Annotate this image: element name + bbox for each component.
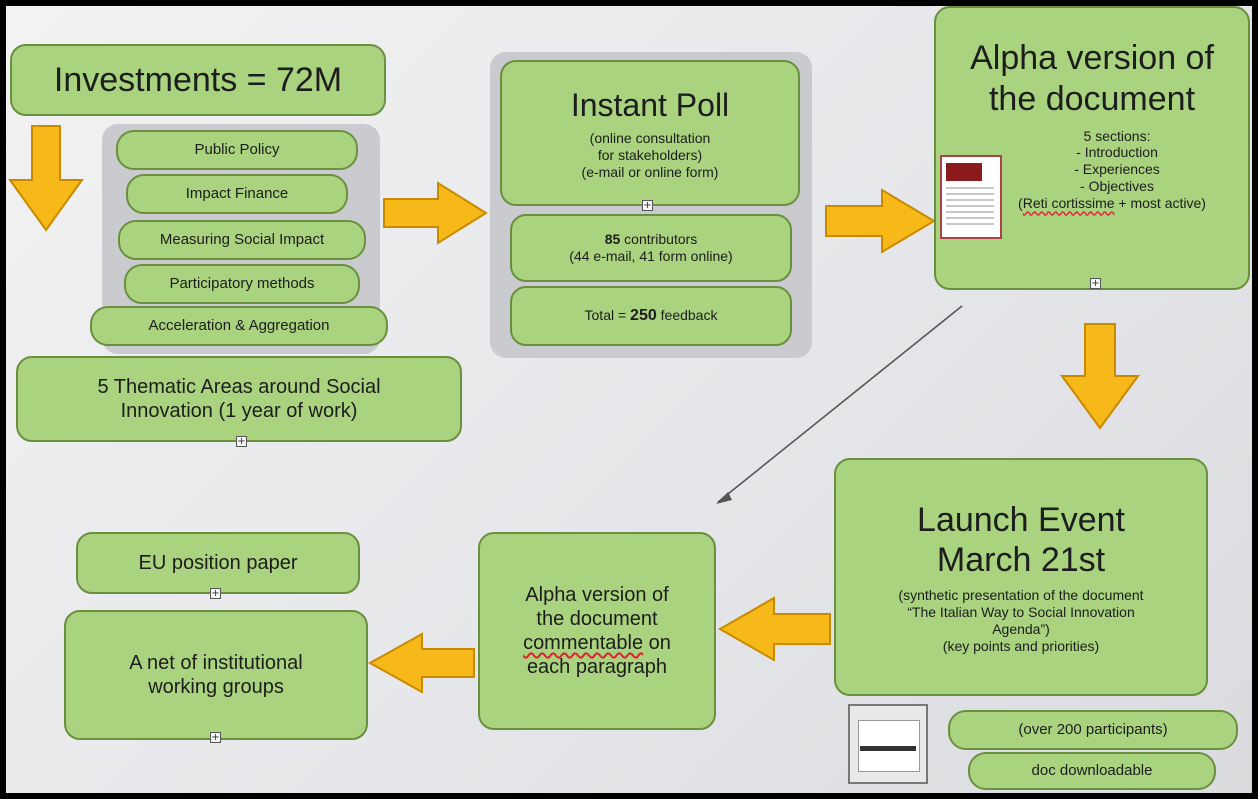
thematic-item-public-policy: Public Policy — [116, 130, 358, 170]
launch-event-box: Launch Event March 21st (synthetic prese… — [834, 458, 1208, 696]
doc-downloadable-pill: doc downloadable — [968, 752, 1216, 790]
slide: Investments = 72M Public Policy Impact F… — [6, 6, 1252, 793]
alpha-title-line2: the document — [988, 79, 1196, 118]
instant-poll-title: Instant Poll — [570, 86, 730, 123]
investments-title: Investments = 72M — [53, 60, 343, 99]
thematic-item-impact-finance: Impact Finance — [126, 174, 348, 214]
institutional-groups-box: A net of institutional working groups — [64, 610, 368, 740]
participants-pill: (over 200 participants) — [948, 710, 1238, 750]
contributors-box: 85 contributors (44 e-mail, 41 form onli… — [510, 214, 792, 282]
launch-title-line1: Launch Event — [917, 500, 1125, 539]
instant-poll-box: Instant Poll (online consultation for st… — [500, 60, 800, 206]
alpha-commentable-box: Alpha version of the document commentabl… — [478, 532, 716, 730]
left-arrow-2 — [367, 632, 475, 694]
thematic-item-measuring-social-impact: Measuring Social Impact — [118, 220, 366, 260]
alpha-title-line1: Alpha version of — [970, 39, 1214, 77]
launch-title-line2: March 21st — [936, 541, 1106, 580]
right-arrow-1 — [383, 181, 488, 245]
presentation-thumbnail-icon — [848, 704, 928, 784]
eu-position-paper-box: EU position paper — [76, 532, 360, 594]
thematic-item-acceleration-aggregation: Acceleration & Aggregation — [90, 306, 388, 346]
diagonal-connector-arrow — [716, 305, 963, 504]
expand-icon[interactable]: + — [642, 200, 653, 211]
right-arrow-2 — [825, 188, 936, 254]
document-thumbnail-icon — [940, 155, 1002, 239]
down-arrow-right — [1060, 323, 1140, 430]
left-arrow-1 — [717, 596, 831, 662]
thematic-item-participatory-methods: Participatory methods — [124, 264, 360, 304]
expand-icon[interactable]: + — [210, 732, 221, 743]
down-arrow-left — [8, 125, 84, 232]
expand-icon[interactable]: + — [236, 436, 247, 447]
expand-icon[interactable]: + — [210, 588, 221, 599]
thematic-areas-summary-box: 5 Thematic Areas around Social Innovatio… — [16, 356, 462, 442]
expand-icon[interactable]: + — [1090, 278, 1101, 289]
alpha-version-box: Alpha version of the document 5 sections… — [934, 6, 1250, 290]
investments-box: Investments = 72M — [10, 44, 386, 116]
total-feedback-box: Total = 250 feedback — [510, 286, 792, 346]
